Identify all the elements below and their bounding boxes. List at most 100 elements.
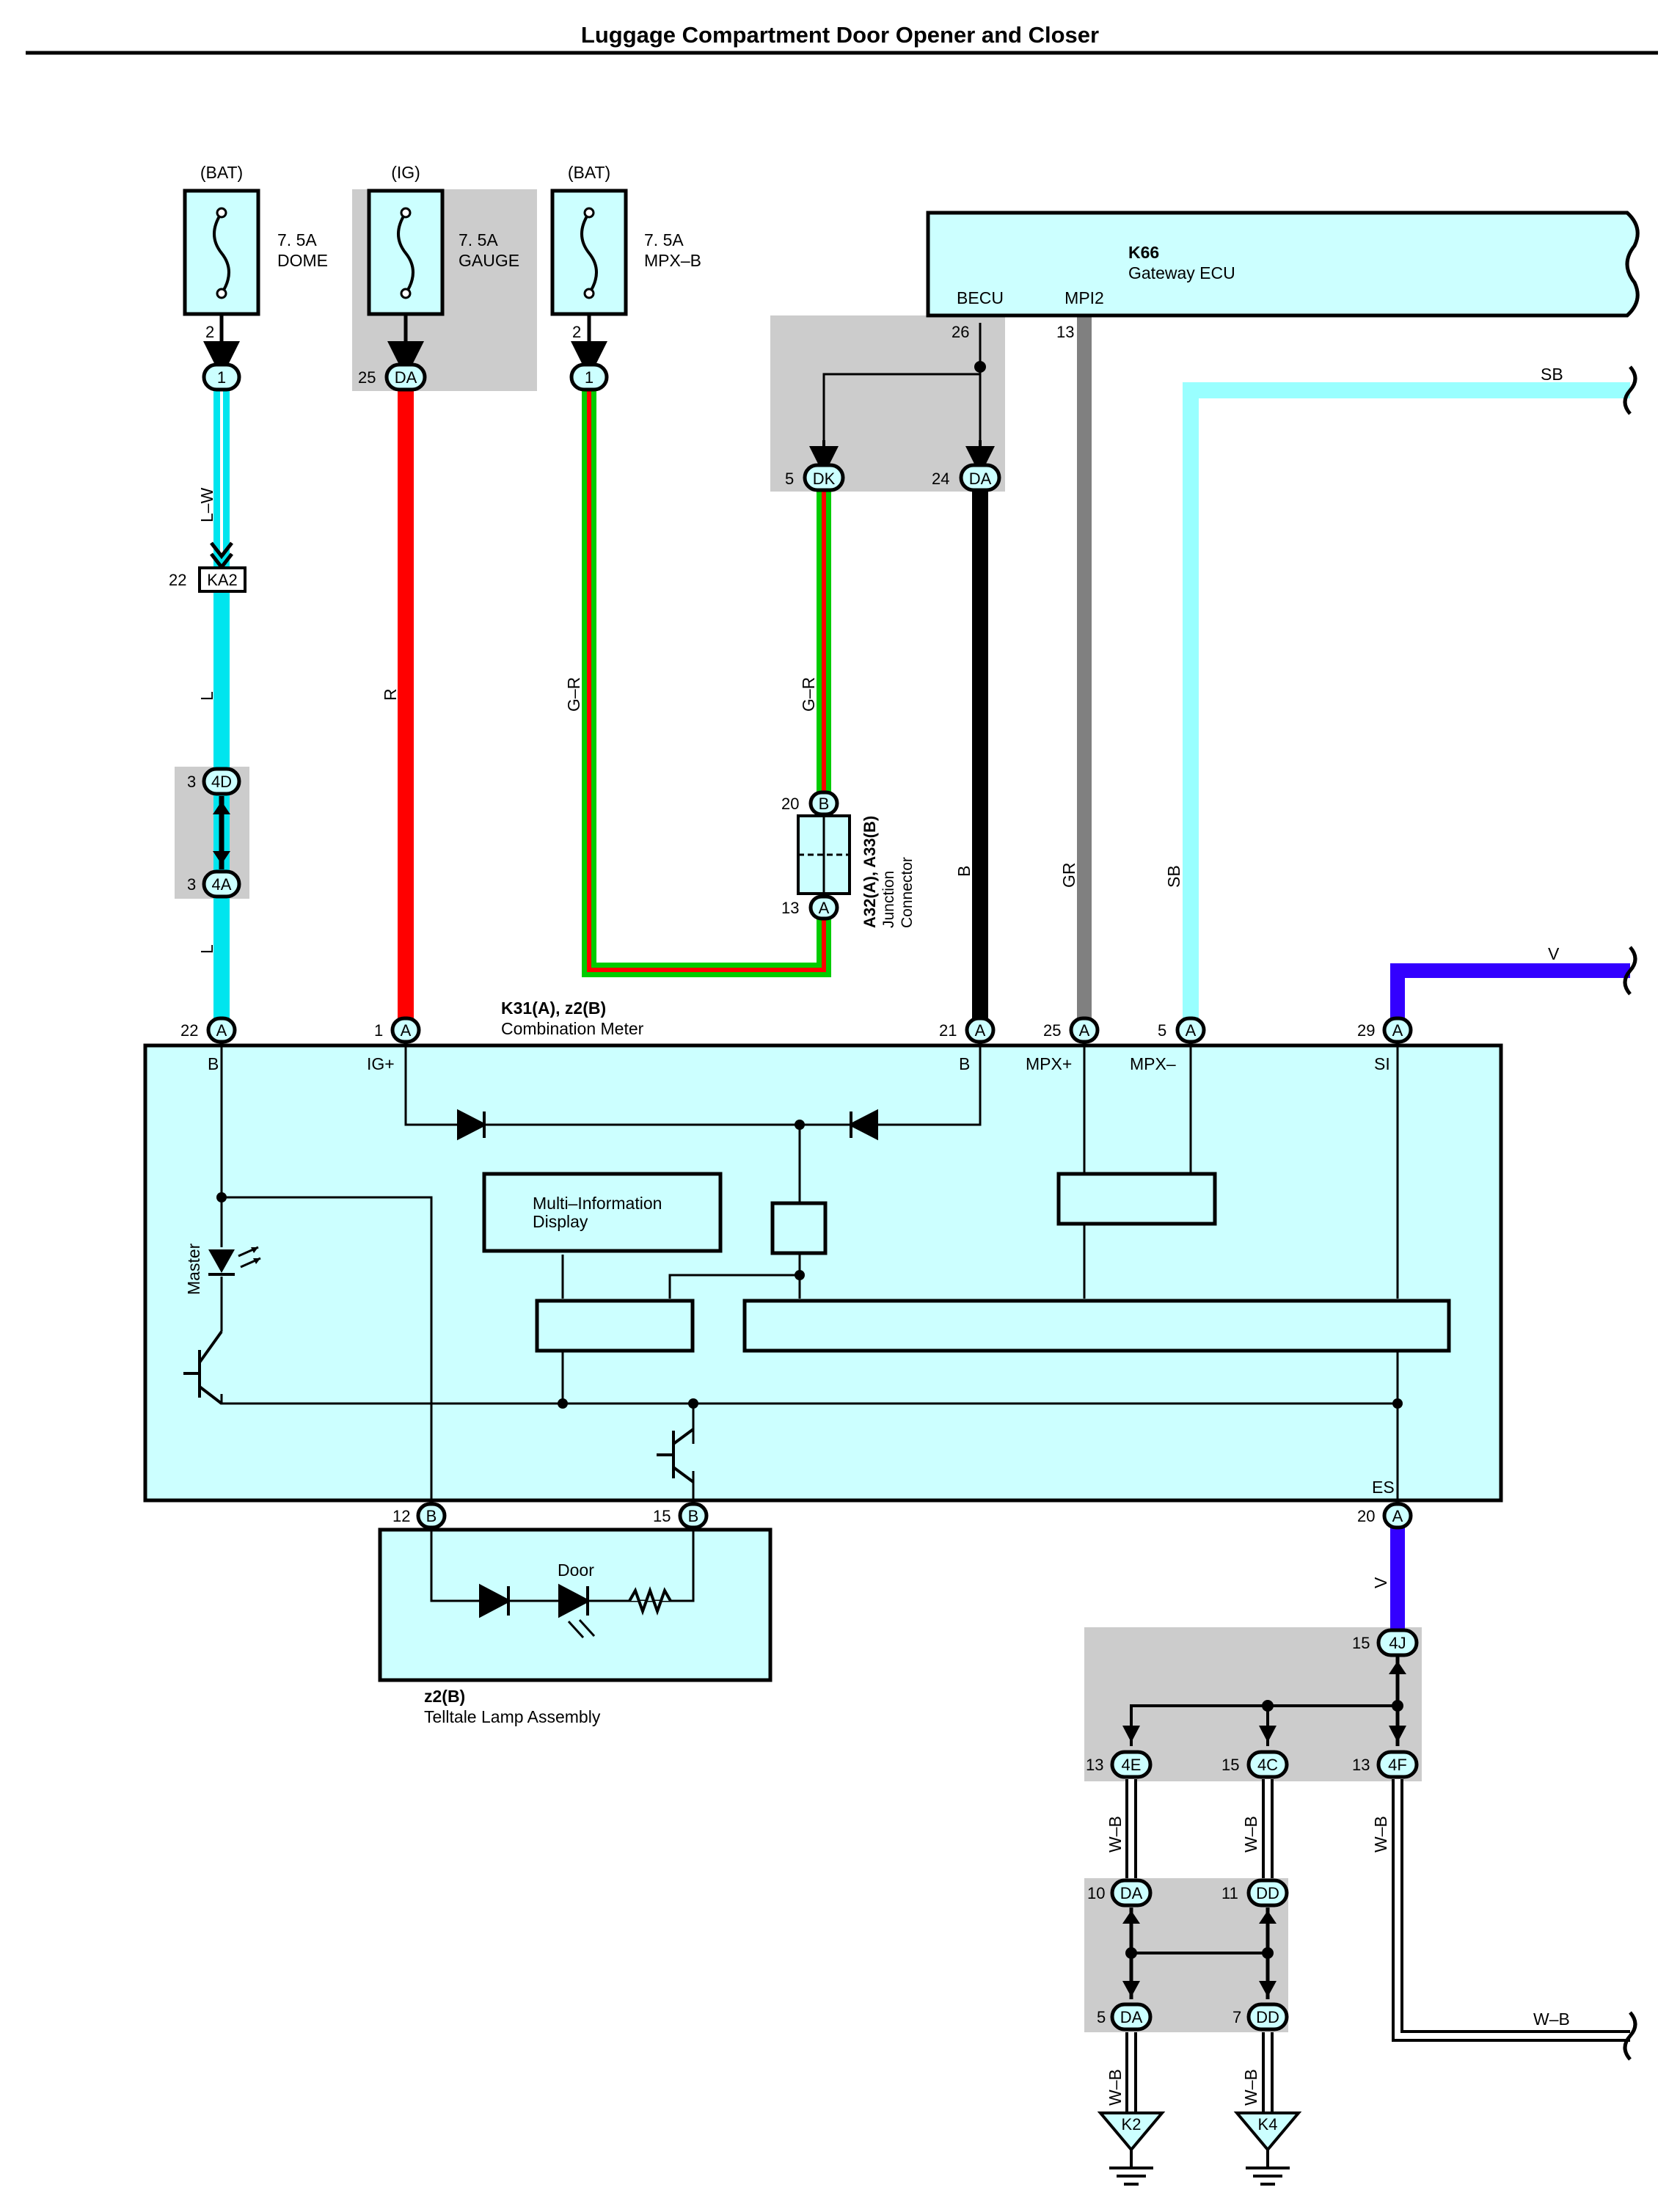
meter-block-left	[535, 1299, 695, 1353]
gateway-term-becu: BECU	[957, 288, 1004, 307]
conn-dk: DK	[813, 470, 836, 488]
label-sb-vert: SB	[1164, 865, 1183, 888]
gb1-4e: 4E	[1122, 1756, 1142, 1774]
meter-bpin-12: 12	[392, 1507, 410, 1525]
conn-da-top: DA	[969, 470, 992, 488]
telltale-door-label: Door	[558, 1561, 594, 1580]
meter-pin-1: 1	[374, 1021, 383, 1040]
label-gr2: G–R	[799, 677, 818, 712]
fuse-mpxb: (BAT) 7. 5A MPX–B 2	[550, 163, 701, 378]
fuse-dome-source: (BAT)	[200, 163, 243, 182]
gb2-dd1: DD	[1256, 1884, 1279, 1902]
wire-wb	[1125, 1779, 1630, 2113]
meter-pin-29-conn: A	[1392, 1021, 1403, 1040]
label-wb1: W–B	[1106, 1816, 1125, 1853]
gb2-da2-pin: 5	[1097, 2008, 1106, 2026]
mid-display	[482, 1172, 723, 1253]
fuse-dome-name: DOME	[277, 251, 328, 270]
fuse-gauge-name: GAUGE	[459, 251, 519, 270]
meter-block-comm	[1056, 1172, 1217, 1226]
meter-term-b2: B	[959, 1054, 970, 1073]
label-r: R	[381, 688, 400, 701]
conn-dk-pin: 5	[785, 470, 794, 488]
wire-labels: L–W L L R G–R G–R B GR SB SB V V W–B W–B…	[197, 365, 1570, 2106]
meter-pin-25: 25	[1043, 1021, 1061, 1040]
master-led-icon: Master	[184, 1243, 261, 1295]
meter-term-b1: B	[208, 1054, 219, 1073]
gb2-dd2: DD	[1256, 2008, 1279, 2026]
telltale-lamp-assembly: Door z2(B) Telltale Lamp Assembly	[378, 1527, 773, 1726]
label-gray: GR	[1059, 863, 1078, 888]
mid-line2: Display	[533, 1212, 588, 1231]
gateway-pin-13: 13	[1056, 323, 1074, 341]
fuse-mpxb-source: (BAT)	[568, 163, 610, 182]
jc-conn-top: B	[819, 795, 830, 813]
label-gr1: G–R	[564, 677, 583, 712]
label-l2: L	[197, 944, 216, 954]
conn-gauge-pin: 25	[358, 368, 376, 387]
conn-ka2-pin: 22	[169, 571, 186, 589]
label-v-vert: V	[1371, 1577, 1390, 1588]
meter-bpin-15: 15	[653, 1507, 671, 1525]
label-wb2: W–B	[1241, 1816, 1260, 1853]
label-wb4: W–B	[1533, 2010, 1570, 2029]
gateway-term-mpi2: MPI2	[1064, 288, 1104, 307]
gb1-4f: 4F	[1388, 1756, 1407, 1774]
label-l1: L	[197, 691, 216, 701]
conn-4a-pin: 3	[187, 875, 196, 894]
conn-4a: 4A	[212, 875, 232, 894]
fuse-gauge-amps: 7. 5A	[459, 230, 498, 249]
gb2-dd2-pin: 7	[1232, 2008, 1241, 2026]
ground-k4-label: K4	[1258, 2115, 1278, 2134]
meter-pin-22: 22	[180, 1021, 198, 1040]
fuse-gauge: (IG) 7. 5A GAUGE	[367, 163, 519, 378]
label-wb5: W–B	[1106, 2069, 1125, 2106]
meter-pin-25-conn: A	[1079, 1021, 1090, 1040]
gb2-da1: DA	[1120, 1884, 1143, 1902]
meter-pin-1-conn: A	[401, 1021, 412, 1040]
diagram-title: Luggage Compartment Door Opener and Clos…	[581, 22, 1099, 48]
conn-4d-pin: 3	[187, 773, 196, 791]
label-b: B	[954, 866, 974, 877]
conn-dome: 1	[217, 368, 226, 387]
diode-b	[847, 1109, 878, 1141]
meter-block-cpu	[742, 1299, 1451, 1353]
meter-pin-29: 29	[1357, 1021, 1375, 1040]
gb1-4e-pin: 13	[1086, 1756, 1103, 1774]
wire-break-marks	[1623, 365, 1637, 2061]
left-connectors: KA2 22 4D 3 4A 3	[169, 541, 246, 899]
fuse-connectors: 1 DA 25 1	[202, 362, 609, 392]
meter-pin-22-conn: A	[216, 1021, 227, 1040]
meter-term-es: ES	[1372, 1478, 1395, 1497]
fuse-dome-pin: 2	[205, 323, 214, 341]
label-wb6: W–B	[1241, 2069, 1260, 2106]
fuse-mpxb-amps: 7. 5A	[644, 230, 684, 249]
jc-id: A32(A), A33(B)	[861, 816, 879, 928]
meter-term-mpxm: MPX–	[1130, 1054, 1176, 1073]
fuse-mpxb-pin: 2	[572, 323, 581, 341]
conn-4d: 4D	[211, 773, 232, 791]
gb2-da2: DA	[1120, 2008, 1143, 2026]
telltale-name: Telltale Lamp Assembly	[424, 1707, 601, 1726]
meter-bpin-12-conn: B	[426, 1507, 437, 1525]
combination-meter: K31(A), z2(B) Combination Meter A 22 B A…	[143, 999, 1503, 1530]
meter-pin-5: 5	[1158, 1021, 1166, 1040]
meter-bpin-20: 20	[1357, 1507, 1375, 1525]
master-label: Master	[184, 1243, 203, 1295]
wire-v-si	[1390, 963, 1630, 1031]
conn-ka2: KA2	[207, 571, 238, 589]
wire-mpxb-gr	[582, 389, 831, 977]
jc-name1: Junction	[880, 871, 897, 928]
jc-name2: Connector	[899, 857, 916, 928]
fuse-dome: (BAT) 7. 5A DOME 2	[183, 163, 328, 378]
meter-pin-21-conn: A	[975, 1021, 986, 1040]
conn-gauge: DA	[395, 368, 417, 387]
diode-ig	[457, 1109, 488, 1141]
fuse-gauge-source: (IG)	[391, 163, 420, 182]
gb1-4c-pin: 15	[1221, 1756, 1239, 1774]
label-v-horz: V	[1548, 944, 1560, 963]
fuse-dome-amps: 7. 5A	[277, 230, 317, 249]
ground-k2-label: K2	[1122, 2115, 1142, 2134]
ground-block2: DA 10 DD 11 DA 5 DD 7	[1087, 1878, 1289, 2032]
